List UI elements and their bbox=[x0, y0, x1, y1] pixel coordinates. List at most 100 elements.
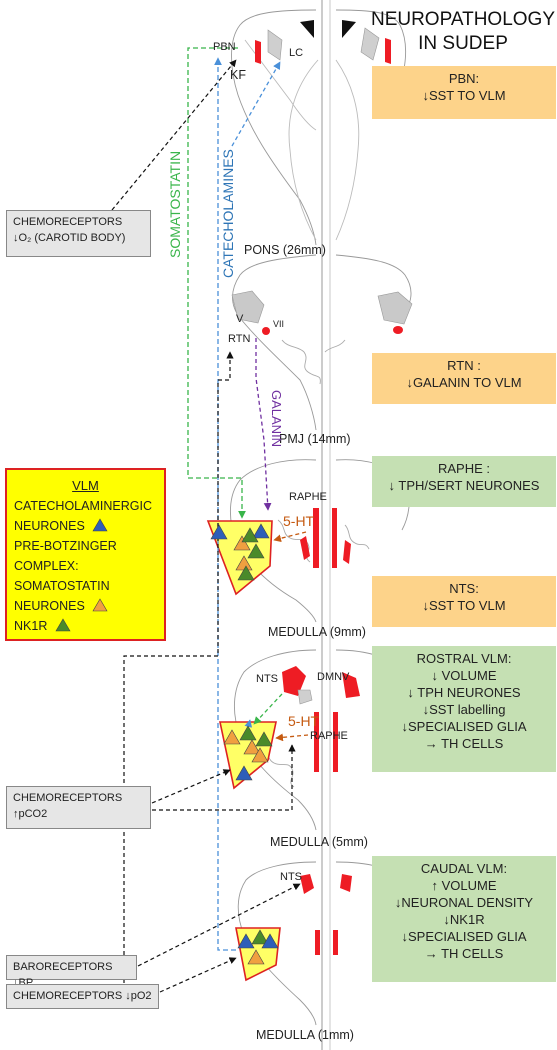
vlm-legend-nk1r-row: NK1R bbox=[14, 616, 157, 636]
somatostatin-neuron bbox=[247, 949, 265, 965]
catecholaminergic-triangle-icon bbox=[92, 518, 108, 532]
nk1r-neuron bbox=[255, 731, 273, 747]
somatostatin-pathway bbox=[187, 47, 246, 519]
panel-rtn-finding: ↓GALANIN TO VLM bbox=[406, 375, 522, 390]
label-raphe-9mm: RAPHE bbox=[289, 491, 327, 503]
pco2-afferent-b bbox=[152, 744, 296, 811]
label-medulla-1mm: MEDULLA (1mm) bbox=[256, 1028, 354, 1042]
vii-region bbox=[262, 327, 270, 335]
panel-rostral-line: ↓SST labelling bbox=[422, 702, 506, 717]
catecholamine-pathway bbox=[214, 57, 236, 951]
carotid-afferent bbox=[111, 59, 237, 211]
panel-caudal-line: ↓SPECIALISED GLIA bbox=[401, 929, 527, 944]
label-5ht-9mm: 5-HT bbox=[283, 513, 315, 529]
vlm-legend-pb-4: NEURONES bbox=[14, 599, 85, 613]
panel-caudal-line: ↓NEURONAL DENSITY bbox=[394, 895, 534, 910]
panel-rostral-heading: ROSTRAL VLM: bbox=[416, 651, 512, 666]
pbn-region-right bbox=[385, 38, 391, 64]
panel-rostral-vlm: ROSTRAL VLM: ↓ VOLUME ↓ TPH NEURONES ↓SS… bbox=[372, 646, 556, 772]
panel-raphe: RAPHE : ↓ TPH/SERT NEURONES bbox=[372, 456, 556, 507]
panel-rostral-line: ↓ TPH NEURONES bbox=[407, 685, 521, 700]
panel-rostral-line: ↓SPECIALISED GLIA bbox=[401, 719, 527, 734]
somatostatin-neuron bbox=[223, 729, 241, 745]
panel-caudal-vlm: CAUDAL VLM: ↑ VOLUME ↓NEURONAL DENSITY ↓… bbox=[372, 856, 556, 982]
vlm-neurones-1mm bbox=[237, 929, 279, 965]
vlm-neurones-5mm bbox=[223, 725, 273, 781]
label-kf: KF bbox=[230, 68, 246, 82]
vlm-legend-nk1r: NK1R bbox=[14, 619, 48, 633]
panel-pbn-heading: PBN: bbox=[448, 71, 480, 86]
rtn-afferent bbox=[123, 351, 234, 790]
chemoreceptors-po2-box: CHEMORECEPTORS ↓pO2 bbox=[6, 984, 159, 1009]
panel-pbn-finding: ↓SST TO VLM bbox=[422, 88, 506, 103]
vlm-legend-pb-2: COMPLEX: bbox=[14, 559, 79, 573]
black-region-right bbox=[342, 20, 356, 38]
nts-region-1mm bbox=[300, 874, 314, 894]
pco2-afferent-a bbox=[151, 769, 231, 804]
label-somatostatin-pathway: SOMATOSTATIN bbox=[167, 150, 183, 258]
lc-region-right bbox=[360, 27, 380, 61]
label-nts-5mm: NTS bbox=[256, 673, 278, 685]
raphe-region-5mm bbox=[314, 712, 319, 772]
nk1r-neuron bbox=[237, 565, 255, 581]
catecholaminergic-neuron bbox=[252, 523, 270, 539]
label-pmj: PMJ (14mm) bbox=[279, 432, 351, 446]
label-catecholamines-pathway: CATECHOLAMINES bbox=[220, 149, 236, 278]
catecholaminergic-neuron bbox=[210, 524, 228, 540]
vlm-legend-cat-2: NEURONES bbox=[14, 519, 85, 533]
somatostatin-triangle-icon bbox=[92, 598, 108, 612]
panel-nts: NTS: ↓SST TO VLM bbox=[372, 576, 556, 627]
nk1r-neuron bbox=[239, 725, 257, 741]
lc-region bbox=[267, 29, 283, 61]
somatostatin-neuron bbox=[251, 747, 269, 763]
baro-afferent bbox=[137, 883, 301, 967]
catecholaminergic-neuron bbox=[237, 933, 255, 949]
panel-pbn: PBN: ↓SST TO VLM bbox=[372, 66, 556, 119]
catecholamine-lc-pathway bbox=[231, 61, 281, 147]
vlm-legend-cat-1: CATECHOLAMINERGIC bbox=[14, 499, 152, 513]
nk1r-neuron bbox=[247, 543, 265, 559]
nts-region-5mm bbox=[282, 666, 306, 696]
panel-rtn: RTN : ↓GALANIN TO VLM bbox=[372, 353, 556, 404]
baroreceptors-box: BARORECEPTORS ↓BP bbox=[6, 955, 137, 989]
label-dmnv: DMNV bbox=[317, 671, 350, 683]
panel-caudal-heading: CAUDAL VLM: bbox=[420, 861, 508, 876]
panel-nts-heading: NTS: bbox=[449, 581, 479, 596]
catecholaminergic-neuron bbox=[261, 933, 279, 949]
vii-region-right bbox=[393, 326, 403, 334]
catecholaminergic-neuron bbox=[235, 765, 253, 781]
panel-rostral-line: ↓ VOLUME bbox=[431, 668, 497, 683]
label-lc: LC bbox=[289, 47, 304, 59]
v-region bbox=[231, 290, 265, 324]
serotonin-arrow-5mm bbox=[275, 733, 309, 742]
box-line: CHEMORECEPTORS ↓pO2 bbox=[13, 990, 152, 1002]
label-pbn: PBN bbox=[213, 41, 236, 53]
box-line: CHEMORECEPTORS bbox=[13, 792, 123, 804]
diagram-title: NEUROPATHOLOGY IN SUDEP bbox=[370, 8, 556, 56]
title-line-2: IN SUDEP bbox=[418, 33, 508, 54]
label-pons: PONS (26mm) bbox=[244, 243, 326, 257]
label-medulla-9mm: MEDULLA (9mm) bbox=[268, 625, 366, 639]
vlm-legend-sst-row: NEURONES bbox=[14, 596, 157, 616]
label-vii: VII bbox=[273, 319, 285, 329]
black-region-left bbox=[300, 20, 314, 38]
somatostatin-neuron bbox=[243, 739, 261, 755]
title-line-1: NEUROPATHOLOGY bbox=[370, 9, 556, 30]
nk1r-neuron bbox=[241, 527, 259, 543]
nk1r-triangle-icon bbox=[55, 618, 71, 632]
vlm-legend: VLM CATECHOLAMINERGIC NEURONES PRE-BOTZI… bbox=[5, 468, 166, 641]
chemoreceptors-pco2-box: CHEMORECEPTORS ↑pCO2 bbox=[6, 786, 151, 829]
box-line: CHEMORECEPTORS bbox=[13, 216, 123, 228]
panel-rostral-line: → TH CELLS bbox=[424, 736, 504, 751]
chemoreceptors-carotid-box: CHEMORECEPTORS ↓O₂ (CAROTID BODY) bbox=[6, 210, 151, 257]
serotonin-arrow-9mm bbox=[273, 531, 307, 543]
po2-afferent bbox=[159, 957, 237, 993]
panel-raphe-finding: ↓ TPH/SERT NEURONES bbox=[388, 478, 540, 493]
box-line: ↓O₂ (CAROTID BODY) bbox=[13, 232, 126, 244]
nts-vlm-pathway bbox=[253, 693, 283, 725]
label-rtn: RTN bbox=[228, 333, 251, 345]
label-5ht-5mm: 5-HT bbox=[288, 713, 320, 729]
label-nts-1mm: NTS bbox=[280, 871, 302, 883]
nk1r-neuron bbox=[251, 929, 269, 945]
